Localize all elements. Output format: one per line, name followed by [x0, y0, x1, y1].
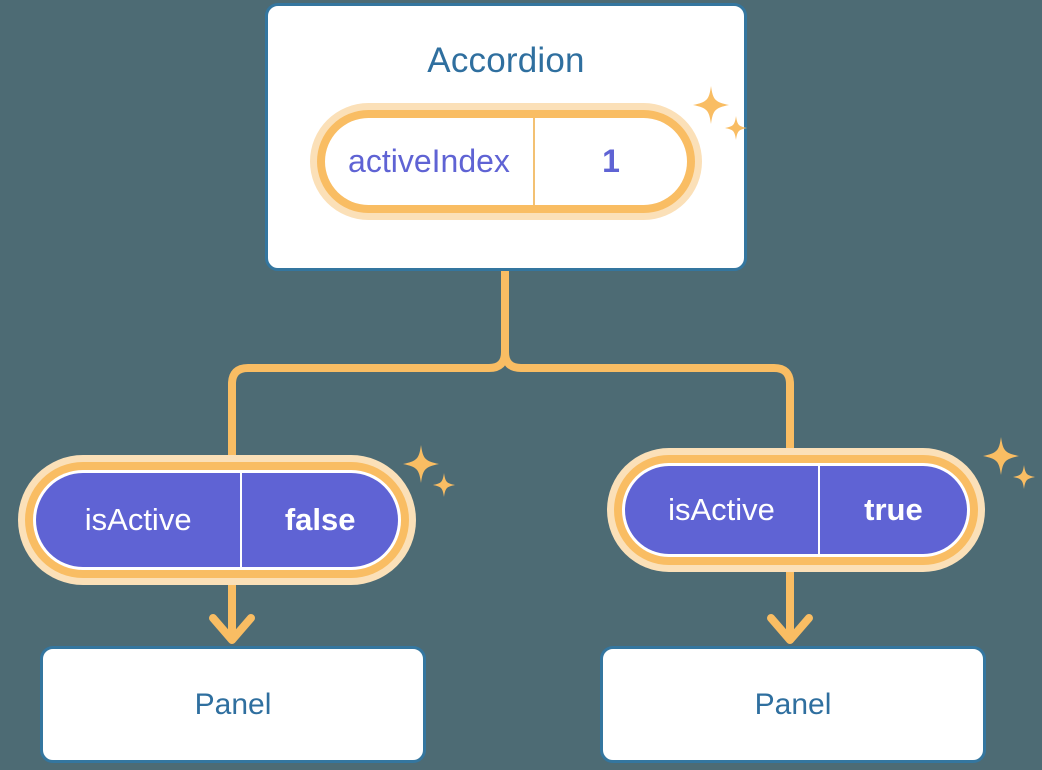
- prop-pill-border: isActive true: [614, 455, 978, 565]
- prop-pill-active-index[interactable]: activeIndex 1: [310, 103, 702, 220]
- prop-pill-is-active-true[interactable]: isActive true: [607, 448, 985, 572]
- prop-value-is-active-right: true: [864, 492, 923, 527]
- arrow-left-head-icon: [209, 614, 255, 644]
- prop-pill-is-active-false[interactable]: isActive false: [18, 455, 416, 585]
- prop-key-is-active-left: isActive: [36, 473, 243, 567]
- connector-right-branch: [501, 267, 794, 452]
- prop-pill-body: isActive true: [625, 466, 967, 554]
- panel-label-right: Panel: [754, 687, 832, 721]
- prop-key-is-active-right: isActive: [625, 466, 820, 554]
- panel-label-left: Panel: [194, 687, 272, 721]
- arrow-right-head-icon: [767, 614, 813, 644]
- sparkle-right-icon: [983, 437, 1035, 489]
- prop-pill-body: isActive false: [36, 473, 398, 567]
- prop-pill-inner: isActive false: [33, 470, 401, 570]
- prop-pill-border: activeIndex 1: [317, 110, 695, 213]
- prop-pill-inner: activeIndex 1: [325, 118, 687, 205]
- panel-card-left[interactable]: Panel: [40, 646, 426, 763]
- connector-left-branch: [228, 267, 509, 459]
- prop-pill-inner: isActive true: [622, 463, 970, 557]
- prop-key-active-index: activeIndex: [325, 118, 535, 205]
- prop-value-is-active-left: false: [284, 502, 356, 537]
- accordion-title: Accordion: [427, 41, 585, 80]
- panel-card-right[interactable]: Panel: [600, 646, 986, 763]
- prop-pill-border: isActive false: [25, 462, 409, 578]
- prop-value-active-index: 1: [602, 143, 620, 179]
